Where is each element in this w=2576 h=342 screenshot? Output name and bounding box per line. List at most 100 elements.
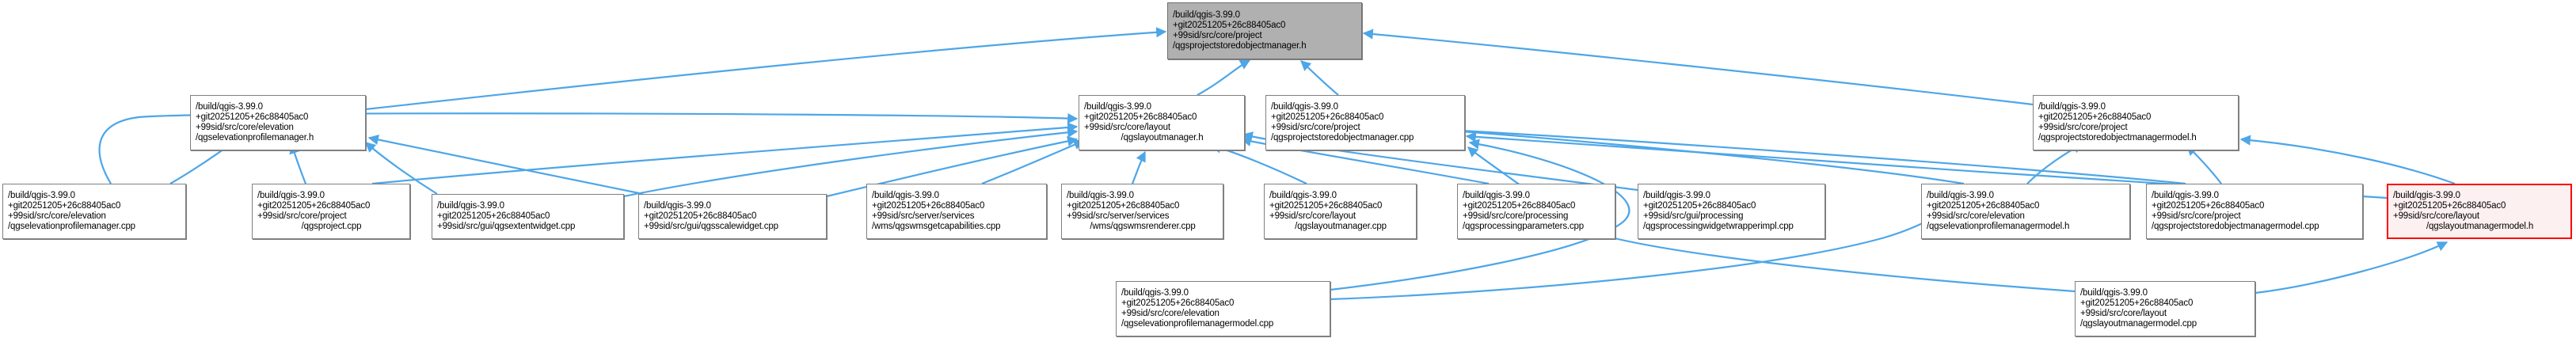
node-line: /build/qgis-3.99.0 [2393,190,2460,200]
node-line: +99sid/src/gui/qgsscalewidget.cpp [644,222,778,232]
graph-edge [1197,59,1251,96]
node-line: /build/qgis-3.99.0 [437,200,504,211]
node-line: +99sid/src/core/project [257,211,347,221]
graph-edge [1210,142,1307,184]
graph-node[interactable]: /build/qgis-3.99.0+git20251205+26c88405a… [252,184,410,239]
graph-edge [1362,28,2034,106]
graph-node[interactable]: /build/qgis-3.99.0+git20251205+26c88405a… [1921,184,2130,239]
node-line: /build/qgis-3.99.0 [1121,287,1189,298]
node-line: +git20251205+26c88405ac0 [437,211,550,221]
graph-node[interactable]: /build/qgis-3.99.0+git20251205+26c88405a… [1079,95,1245,150]
node-line: +99sid/src/gui/qgsextentwidget.cpp [437,222,576,232]
graph-node[interactable]: /build/qgis-3.99.0+git20251205+26c88405a… [638,194,827,239]
node-line: +git20251205+26c88405ac0 [2393,200,2506,211]
node-line: /wms/qgswmsrenderer.cpp [1090,222,1196,232]
graph-node[interactable]: /build/qgis-3.99.0+git20251205+26c88405a… [866,184,1047,239]
node-line: /qgselevationprofilemanager.h [196,133,314,143]
node-line: +git20251205+26c88405ac0 [1643,200,1756,211]
node-line: /qgslayoutmanager.h [1121,133,1204,143]
node-line: +99sid/src/core/layout [2080,309,2167,318]
node-line: /build/qgis-3.99.0 [1643,190,1710,200]
graph-edge [2239,135,2456,185]
node-line: +git20251205+26c88405ac0 [257,200,371,211]
node-line: /qgsprojectstoredobjectmanager.cpp [1271,133,1414,143]
node-line: +99sid/src/core/layout [1084,123,1170,132]
graph-node[interactable]: /build/qgis-3.99.0+git20251205+26c88405a… [2146,184,2363,239]
node-line: /build/qgis-3.99.0 [1927,190,1994,200]
graph-node[interactable]: /build/qgis-3.99.0+git20251205+26c88405a… [1061,184,1223,239]
node-line: +99sid/src/gui/processing [1643,211,1744,221]
graph-node[interactable]: /build/qgis-3.99.0+git20251205+26c88405a… [1265,95,1465,150]
node-line: +99sid/src/core/elevation [1121,309,1220,318]
node-line: +git20251205+26c88405ac0 [872,200,985,211]
node-line: +git20251205+26c88405ac0 [196,112,309,122]
node-line: /qgselevationprofilemanagermodel.cpp [1121,319,1274,329]
node-line: +99sid/src/core/project [2038,123,2128,132]
node-line: +99sid/src/core/project [1271,123,1360,132]
node-line: +99sid/src/core/processing [1463,211,1569,221]
node-line: +git20251205+26c88405ac0 [1067,200,1180,211]
node-line: /qgselevationprofilemanagermodel.h [1927,222,2070,232]
graph-node[interactable]: /build/qgis-3.99.0+git20251205+26c88405a… [1638,184,1825,239]
node-line: +git20251205+26c88405ac0 [2038,112,2152,122]
node-line: +99sid/src/core/elevation [196,123,294,132]
node-line: /build/qgis-3.99.0 [1084,101,1151,112]
graph-node[interactable]: /build/qgis-3.99.0+git20251205+26c88405a… [2387,184,2572,239]
node-line: /qgslayoutmanagermodel.cpp [2080,319,2197,329]
node-line: +git20251205+26c88405ac0 [2080,298,2194,308]
node-line: +git20251205+26c88405ac0 [1271,112,1384,122]
graph-node[interactable]: /build/qgis-3.99.0+git20251205+26c88405a… [2075,281,2255,336]
node-line: +99sid/src/core/layout [2393,211,2479,221]
graph-node[interactable]: /build/qgis-3.99.0+git20251205+26c88405a… [1457,184,1615,239]
node-line: /build/qgis-3.99.0 [196,101,263,112]
node-line: +git20251205+26c88405ac0 [1927,200,2040,211]
node-line: /build/qgis-3.99.0 [257,190,325,200]
node-line: /build/qgis-3.99.0 [8,190,75,200]
graph-edge [1300,60,1339,96]
node-line: +99sid/src/core/elevation [8,211,106,221]
node-line: /build/qgis-3.99.0 [1269,190,1337,200]
node-line: /qgsprocessingwidgetwrapperimpl.cpp [1643,222,1794,232]
graph-edge [2186,145,2222,184]
node-line: /build/qgis-3.99.0 [1463,190,1530,200]
graph-edge [2254,241,2449,294]
graph-node[interactable]: /build/qgis-3.99.0+git20251205+26c88405a… [432,194,624,239]
node-line: /qgselevationprofilemanager.cpp [8,222,135,232]
node-line: +git20251205+26c88405ac0 [8,200,121,211]
node-line: +99sid/src/core/project [1173,31,1262,40]
node-line: /build/qgis-3.99.0 [1173,10,1240,20]
node-line: +99sid/src/core/layout [1269,211,1356,221]
graph-edge [1330,211,1943,301]
node-line: /qgsprojectstoredobjectmanagermodel.h [2038,133,2197,143]
node-line: /qgslayoutmanager.cpp [1295,222,1387,232]
graph-node[interactable]: /build/qgis-3.99.0+git20251205+26c88405a… [190,95,366,150]
graph-edge [981,139,1085,185]
node-line: +git20251205+26c88405ac0 [1121,298,1235,308]
node-line: +99sid/src/server/services [1067,211,1170,221]
graph-node[interactable]: /build/qgis-3.99.0+git20251205+26c88405a… [1116,281,1330,336]
node-line: +99sid/src/core/elevation [1927,211,2025,221]
node-line: /build/qgis-3.99.0 [1271,101,1338,112]
graph-edge [365,27,1167,111]
graph-node[interactable]: /build/qgis-3.99.0+git20251205+26c88405a… [1264,184,1417,239]
node-line: /build/qgis-3.99.0 [644,200,711,211]
node-line: /build/qgis-3.99.0 [1067,190,1134,200]
node-line: /qgsprojectstoredobjectmanager.h [1173,41,1307,51]
graph-edge [371,122,1079,185]
graph-edge [1131,150,1146,184]
graph-node[interactable]: /build/qgis-3.99.0+git20251205+26c88405a… [2033,95,2239,150]
graph-node[interactable]: /build/qgis-3.99.0+git20251205+26c88405a… [1167,2,1362,59]
node-line: /build/qgis-3.99.0 [2152,190,2219,200]
node-line: +git20251205+26c88405ac0 [644,211,757,221]
node-line: /qgsproject.cpp [301,222,362,232]
node-line: +git20251205+26c88405ac0 [2152,200,2265,211]
node-line: /qgsprocessingparameters.cpp [1463,222,1585,232]
node-line: /qgsprojectstoredobjectmanagermodel.cpp [2152,222,2319,232]
node-line: /build/qgis-3.99.0 [2080,287,2148,298]
node-line: +git20251205+26c88405ac0 [1173,20,1286,30]
node-line: +git20251205+26c88405ac0 [1463,200,1576,211]
graph-node[interactable]: /build/qgis-3.99.0+git20251205+26c88405a… [2,184,186,239]
node-line: /wms/qgswmsgetcapabilities.cpp [872,222,1001,232]
node-line: /build/qgis-3.99.0 [872,190,939,200]
